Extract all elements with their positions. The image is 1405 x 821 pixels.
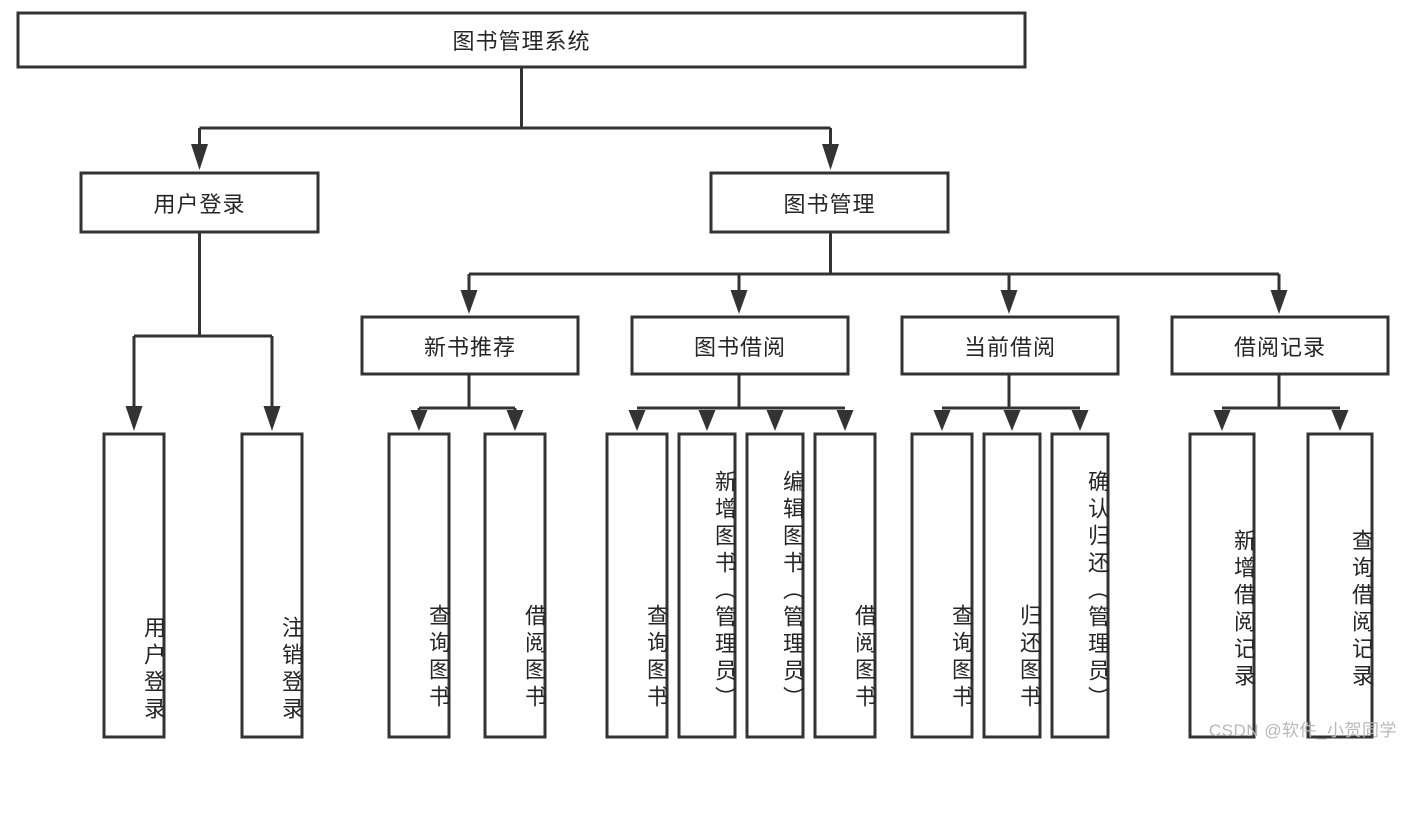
arrow-root-to-user-login [191, 144, 208, 170]
flowchart-canvas: 图书管理系统 用户登录 图书管理 新书推荐 图书借阅 当前借阅 借阅记录 用户登… [16, 11, 1397, 740]
leaf-query-book-1-box[interactable] [387, 432, 451, 739]
node-root-box[interactable] [16, 11, 1027, 69]
leaf-add-record-box[interactable] [1188, 432, 1256, 739]
node-current-borrow-box[interactable] [900, 315, 1120, 376]
arrow-bm-to-new-book-recommend [460, 290, 478, 314]
leaf-query-record-box[interactable] [1306, 432, 1374, 739]
arrow-cb-leaf-3 [1071, 410, 1089, 431]
arrow-cb-leaf-2 [1003, 410, 1021, 431]
flowchart-svg [16, 11, 1390, 739]
leaf-logout-login-box[interactable] [240, 432, 304, 739]
leaf-borrow-book-1-box[interactable] [483, 432, 547, 739]
arrow-cb-leaf-1 [933, 410, 951, 431]
leaf-return-book-box[interactable] [982, 432, 1042, 739]
arrow-br-leaf-2 [1331, 410, 1349, 431]
arrow-bm-to-book-borrow [730, 290, 748, 314]
arrow-bb-leaf-2 [698, 410, 716, 431]
arrow-bm-to-current-borrow [1000, 290, 1018, 314]
arrow-br-leaf-1 [1213, 410, 1231, 431]
leaf-query-book-3-box[interactable] [910, 432, 974, 739]
leaf-edit-book-box[interactable] [745, 432, 805, 739]
node-user-login-box[interactable] [79, 171, 320, 234]
leaf-add-book-box[interactable] [677, 432, 737, 739]
arrow-bb-leaf-3 [766, 410, 784, 431]
leaf-user-login-box[interactable] [102, 432, 166, 739]
leaf-borrow-book-2-box[interactable] [813, 432, 877, 739]
arrow-bb-leaf-4 [836, 410, 854, 431]
arrow-nbr-leaf-2 [506, 410, 524, 431]
node-book-borrow-box[interactable] [630, 315, 850, 376]
arrow-user-login-leaf-2 [263, 406, 281, 431]
csdn-watermark: CSDN @软件_小贺同学 [1208, 721, 1397, 740]
leaf-confirm-return-box[interactable] [1050, 432, 1110, 739]
arrow-bm-to-borrow-record [1270, 290, 1288, 314]
node-book-management-box[interactable] [709, 171, 950, 234]
arrow-user-login-leaf-1 [125, 406, 143, 431]
arrow-nbr-leaf-1 [410, 410, 428, 431]
node-new-book-recommend-box[interactable] [360, 315, 580, 376]
arrow-bb-leaf-1 [628, 410, 646, 431]
node-borrow-record-box[interactable] [1170, 315, 1390, 376]
arrow-root-to-book-management [822, 144, 839, 170]
leaf-query-book-2-box[interactable] [605, 432, 669, 739]
